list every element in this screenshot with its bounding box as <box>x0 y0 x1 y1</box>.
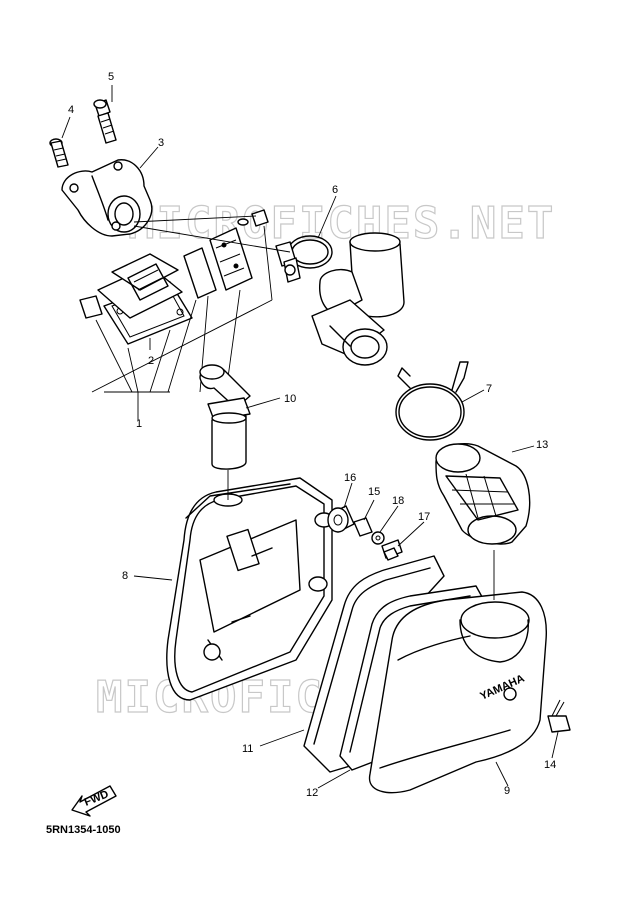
fwd-arrow-icon: FWD <box>71 785 117 817</box>
spring-clip-part-7 <box>395 361 469 441</box>
callout-4: 4 <box>68 104 74 116</box>
washer-part-18 <box>371 531 385 545</box>
diagram-code: 5RN1354-1050 <box>46 824 121 836</box>
bolt-part-17 <box>381 539 403 561</box>
callout-8: 8 <box>122 570 128 582</box>
callout-18: 18 <box>392 495 404 507</box>
callout-2: 2 <box>148 355 154 367</box>
intake-duct-part-13 <box>435 443 531 545</box>
air-filter-case-part-8 <box>166 477 334 701</box>
callout-6: 6 <box>332 184 338 196</box>
callout-17: 17 <box>418 511 430 523</box>
bolt-part-5 <box>93 99 117 144</box>
joint-elbow-part-10 <box>199 364 251 470</box>
callout-14: 14 <box>544 759 556 771</box>
bolt-part-4 <box>49 138 69 168</box>
case-cover-part-9: YAMAHA <box>368 591 547 794</box>
callout-labels: 5 4 3 6 2 1 7 10 13 16 15 18 17 8 11 12 … <box>68 71 556 799</box>
intake-manifold-part-3 <box>61 159 153 237</box>
carburetor <box>311 232 405 366</box>
callout-15: 15 <box>368 486 380 498</box>
screw-part-14 <box>547 699 571 733</box>
callout-9: 9 <box>504 785 510 797</box>
hose-clamp-part-6 <box>275 235 333 283</box>
callout-1: 1 <box>136 418 142 430</box>
callout-13: 13 <box>536 439 548 451</box>
watermark-top: MICROFICHES.NET <box>128 198 555 249</box>
callout-12: 12 <box>306 787 318 799</box>
callout-16: 16 <box>344 472 356 484</box>
callout-10: 10 <box>284 393 296 405</box>
grommet-part-16 <box>327 505 355 533</box>
callout-3: 3 <box>158 137 164 149</box>
reed-valve-assembly-part-1 <box>79 209 273 420</box>
leader-lines <box>61 85 559 789</box>
callout-5: 5 <box>108 71 114 83</box>
callout-7: 7 <box>486 383 492 395</box>
callout-11: 11 <box>242 743 253 755</box>
collar-part-15 <box>353 517 373 537</box>
